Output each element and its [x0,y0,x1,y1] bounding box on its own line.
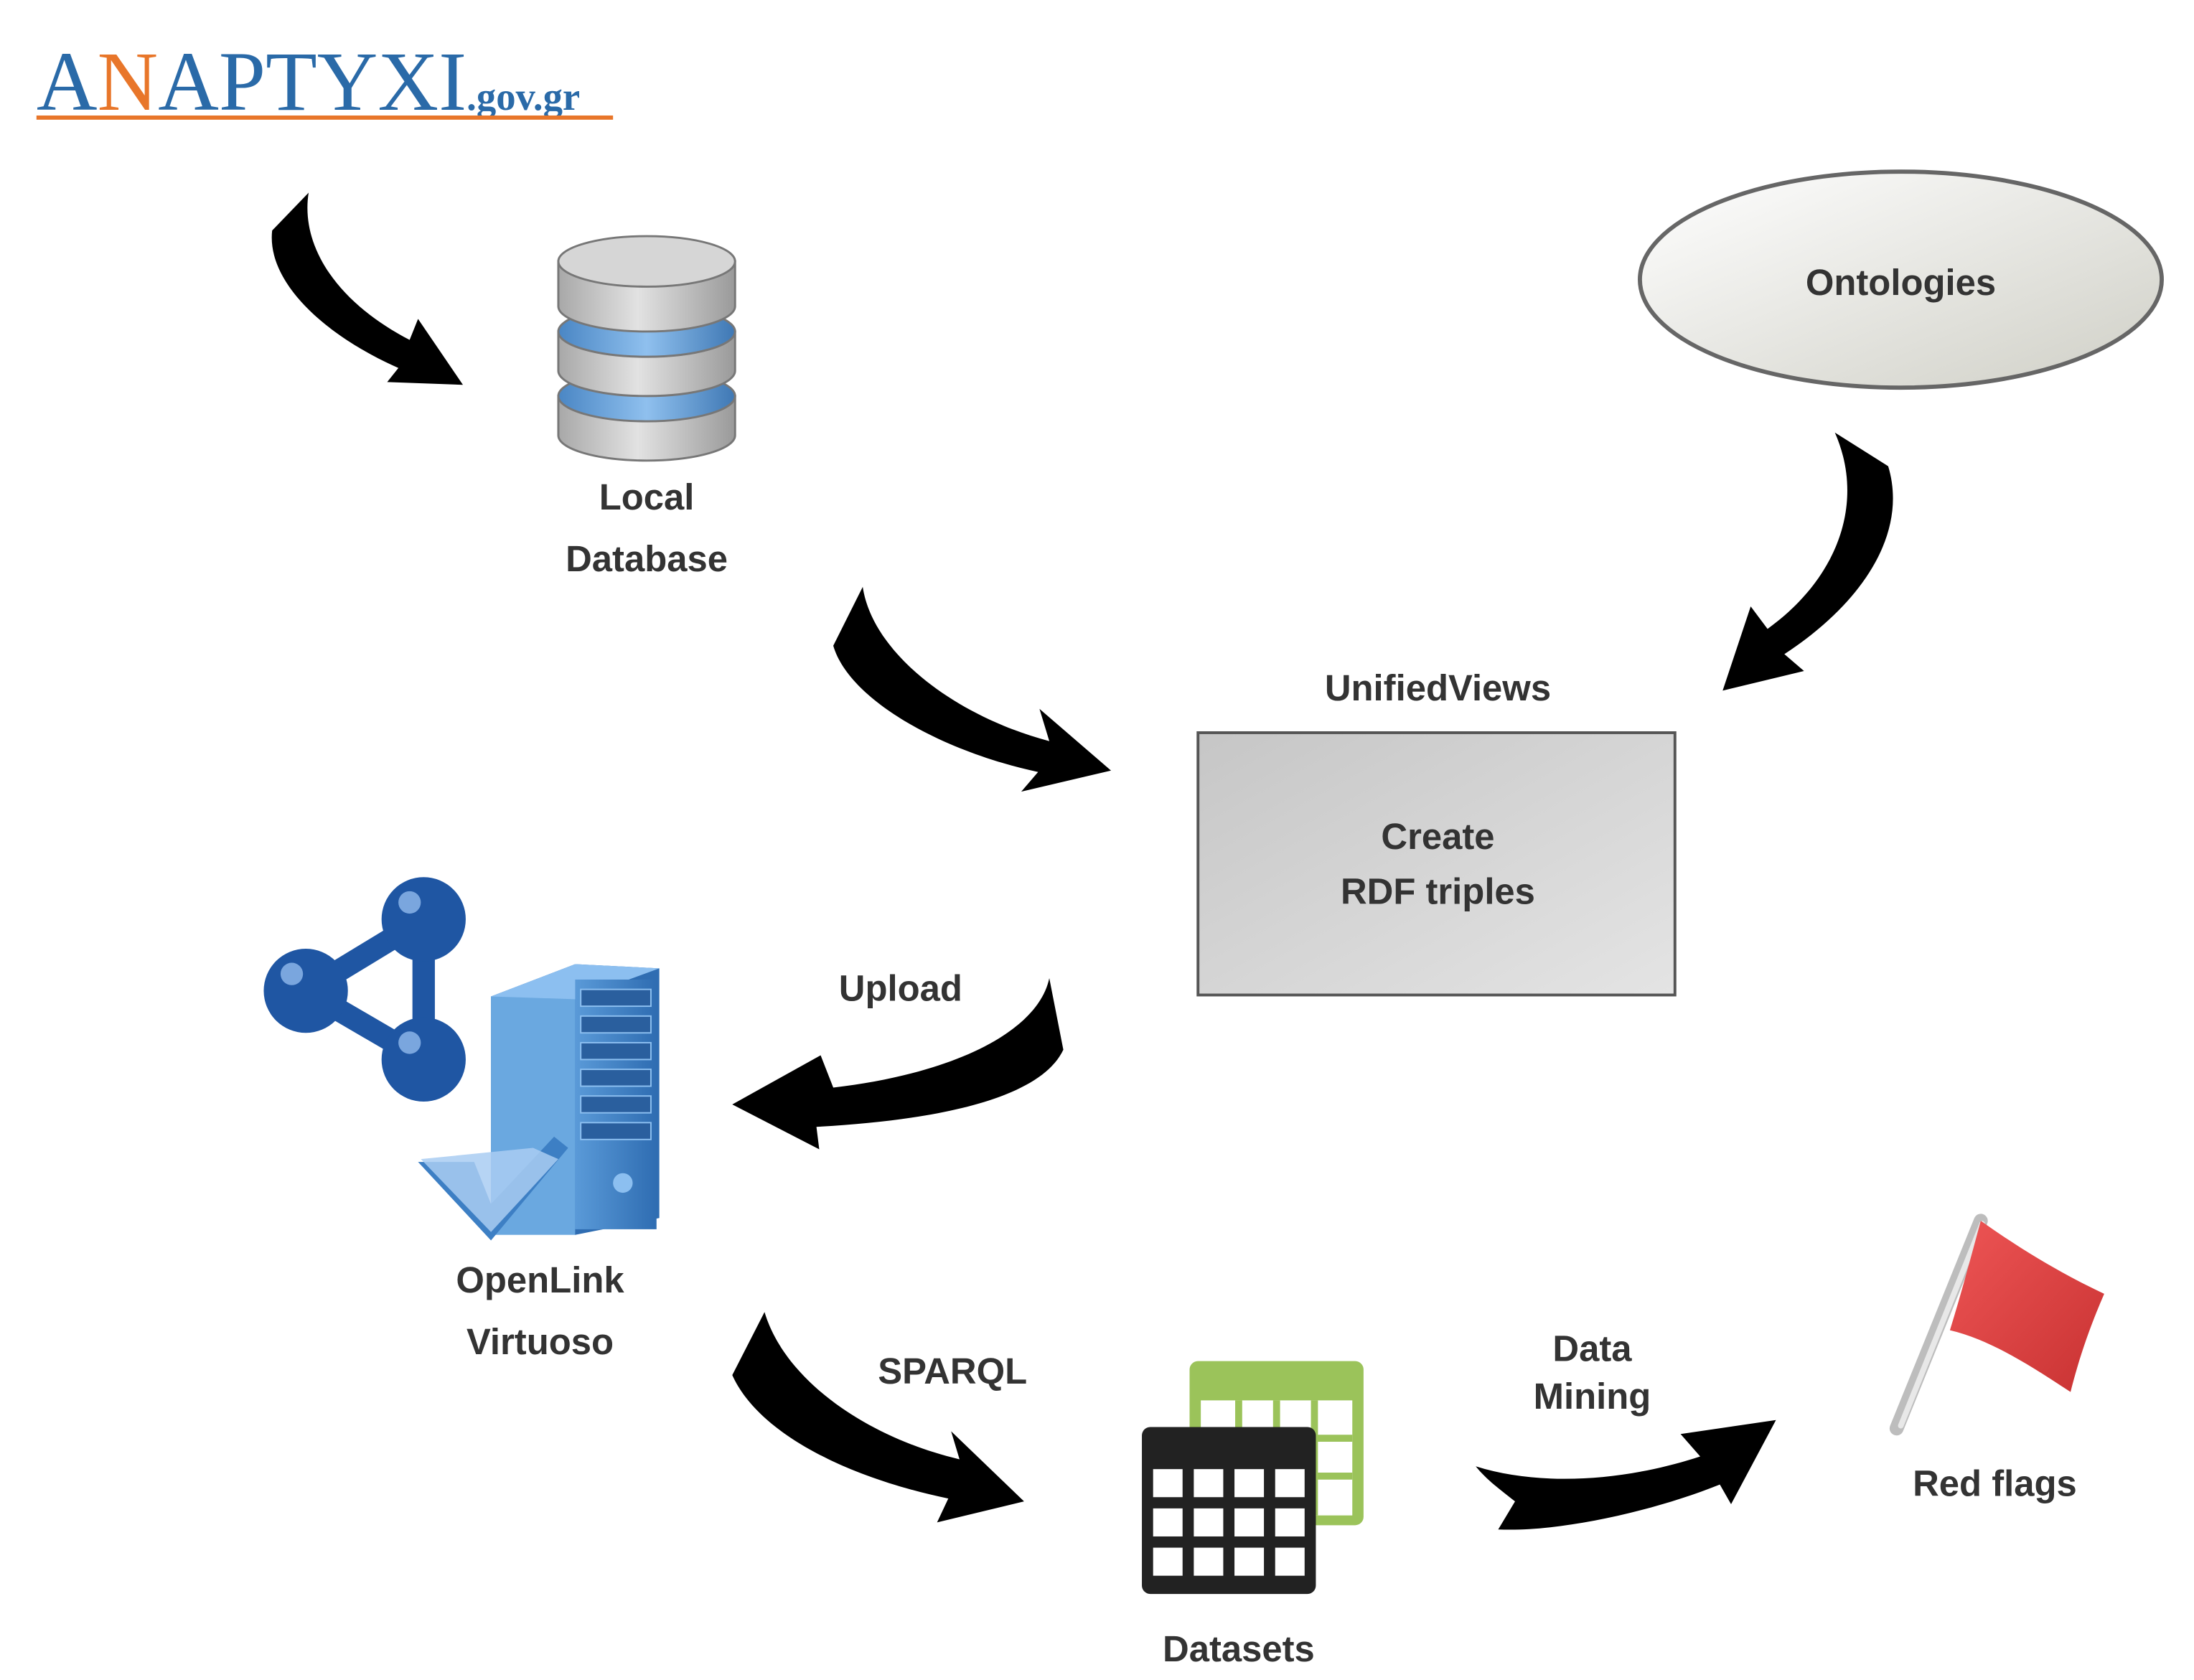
anaptyxi-logo: ANAPTYXI.gov.gr [36,35,614,128]
datasets-label: Datasets [1163,1628,1315,1669]
upload-label: Upload [839,967,962,1008]
arrow-data-mining [1476,1419,1776,1530]
local-database-label-line2: Database [566,538,728,579]
unifiedviews-label-line1: Create [1381,816,1494,857]
table-icon [1142,1361,1364,1595]
logo-underline [36,115,614,120]
logo-text-rest: APTYXI [158,35,467,128]
data-mining-label-line1: Data [1552,1328,1632,1369]
logo-text-accent: N [98,35,159,128]
virtuoso-label-line1: OpenLink [456,1259,624,1300]
local-database-label-line1: Local [599,477,695,517]
arrow-upload [732,978,1064,1150]
database-icon [557,235,736,462]
unifiedviews-title: UnifiedViews [1325,667,1551,708]
arrow-ontologies-to-unifiedviews [1722,432,1893,691]
unifiedviews-label-line2: RDF triples [1341,870,1535,911]
logo-text-a: A [37,35,98,128]
red-flag-icon [1889,1214,2104,1436]
svg-text:ANAPTYXI.gov.gr: ANAPTYXI.gov.gr [37,35,580,128]
red-flags-label: Red flags [1913,1463,2077,1503]
arrow-logo-to-database [271,192,464,385]
ontologies-label: Ontologies [1806,262,1996,303]
unifiedviews-box: Create RDF triples [1196,731,1677,997]
share-icon [263,877,466,1102]
arrow-database-to-unifiedviews [833,586,1112,792]
virtuoso-label-line2: Virtuoso [467,1321,614,1362]
logo-suffix: .gov.gr [467,75,580,118]
ontologies-node: Ontologies [1637,169,2164,390]
server-icon [418,964,660,1241]
sparql-label: SPARQL [878,1351,1027,1392]
arrow-sparql [732,1312,1024,1523]
data-mining-label-line2: Mining [1534,1376,1651,1417]
